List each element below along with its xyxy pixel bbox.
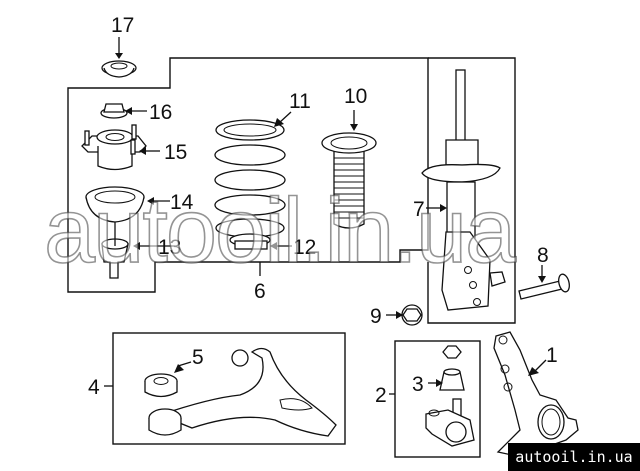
callout-6: 6 bbox=[254, 280, 266, 303]
dust-boot-part bbox=[321, 132, 377, 229]
callout-5: 5 bbox=[192, 346, 204, 369]
lower-control-arm-part bbox=[148, 347, 337, 437]
watermark-text: autooil.in.ua bbox=[44, 180, 517, 282]
strut-lower-frame bbox=[427, 57, 516, 324]
strut-mount-part bbox=[81, 124, 147, 171]
callout-3: 3 bbox=[412, 373, 424, 396]
mount-nut-part bbox=[100, 103, 128, 119]
knuckle-part bbox=[493, 331, 579, 456]
callout-1: 1 bbox=[546, 344, 558, 367]
callout-7: 7 bbox=[413, 198, 425, 221]
bump-stop-part bbox=[101, 222, 129, 279]
ball-joint-group-frame bbox=[394, 340, 481, 458]
callout-10: 10 bbox=[344, 85, 367, 108]
spring-seat-part bbox=[85, 186, 145, 223]
callout-14: 14 bbox=[170, 191, 194, 214]
callout-11: 11 bbox=[289, 90, 311, 113]
ball-joint-part bbox=[425, 398, 475, 447]
cap-part bbox=[101, 60, 137, 78]
strut-bolt-part bbox=[518, 273, 570, 300]
control-arm-group-frame bbox=[112, 332, 346, 445]
strut-part bbox=[421, 69, 506, 311]
spring-insulator-part bbox=[229, 233, 271, 250]
coil-spring-part bbox=[214, 119, 286, 238]
strut-nut-part bbox=[401, 304, 423, 326]
callout-9: 9 bbox=[370, 305, 382, 328]
leader-lines bbox=[104, 37, 547, 395]
callout-8: 8 bbox=[537, 244, 549, 267]
control-arm-bushing-part bbox=[144, 373, 178, 398]
callout-13: 13 bbox=[158, 236, 181, 259]
ball-joint-boot-part bbox=[439, 345, 465, 391]
callout-17: 17 bbox=[111, 14, 134, 37]
callout-12: 12 bbox=[293, 236, 316, 259]
callout-4: 4 bbox=[88, 376, 100, 399]
callout-15: 15 bbox=[164, 141, 187, 164]
callout-16: 16 bbox=[149, 101, 172, 124]
callout-2: 2 bbox=[375, 384, 387, 407]
strut-group-frame bbox=[67, 57, 429, 293]
site-badge: autooil.in.ua bbox=[508, 443, 640, 471]
